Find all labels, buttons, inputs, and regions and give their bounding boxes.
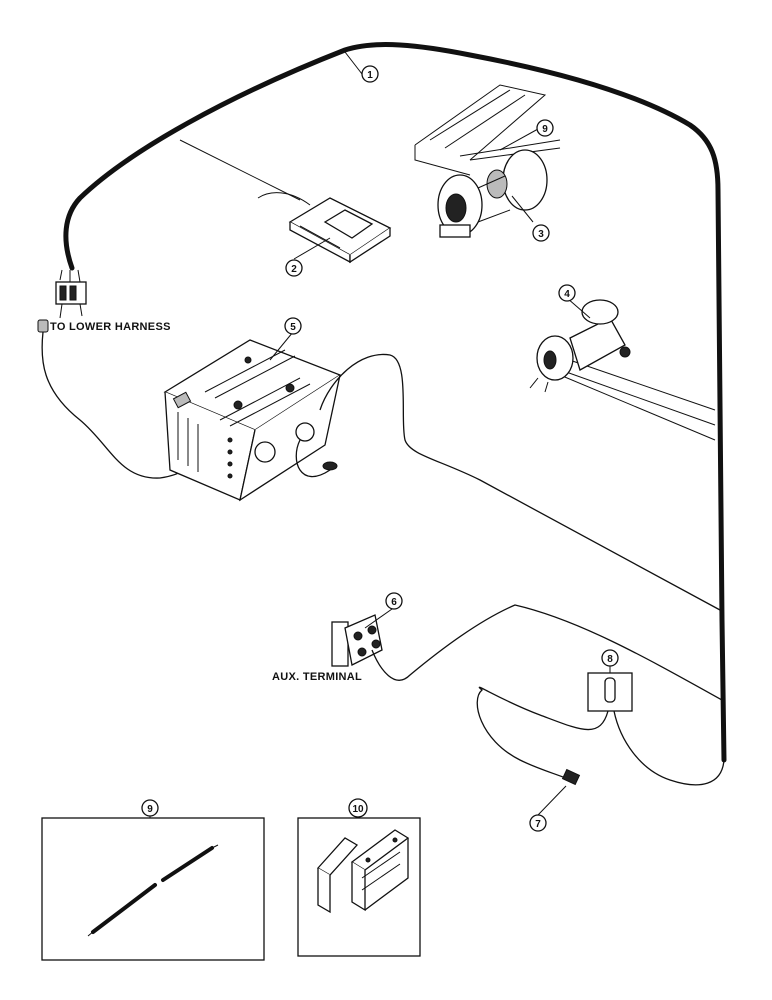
callout-6: 6: [385, 592, 403, 610]
connector-box: [587, 672, 633, 712]
callout-9-inset: 9: [141, 799, 159, 817]
callout-8: 8: [601, 649, 619, 667]
callout-4: 4: [558, 284, 576, 302]
small-clip: [561, 768, 581, 786]
callout-7: 7: [529, 814, 547, 832]
svg-text:4: 4: [564, 289, 570, 300]
connector-wire-right: [613, 710, 725, 786]
svg-text:7: 7: [535, 819, 541, 830]
callout-10: 10: [348, 798, 368, 818]
svg-text:9: 9: [542, 124, 548, 135]
callout-2: 2: [285, 259, 303, 277]
inset-9: 9: [41, 799, 265, 961]
connector-wire: [476, 686, 609, 781]
lower-harness-connector: [55, 269, 87, 319]
svg-text:1: 1: [367, 70, 373, 81]
unit-box: [163, 339, 342, 502]
main-harness: [63, 42, 727, 763]
actuator-part: [529, 299, 716, 441]
blower-motor: [437, 149, 548, 238]
svg-text:5: 5: [290, 322, 296, 333]
callout-5: 5: [284, 317, 302, 335]
callout-3: 3: [532, 224, 550, 242]
aux-terminal-label: AUX. TERMINAL: [272, 671, 362, 683]
svg-text:3: 3: [538, 229, 544, 240]
switch-lead: [179, 139, 301, 201]
relay-wire: [371, 604, 723, 701]
callout-9-top: 9: [536, 119, 554, 137]
switch-part: [257, 192, 392, 264]
svg-text:9: 9: [147, 804, 153, 815]
to-lower-harness-label: TO LOWER HARNESS: [50, 321, 171, 333]
left-pigtail: [37, 319, 189, 479]
svg-text:2: 2: [291, 264, 297, 275]
svg-text:10: 10: [352, 804, 364, 815]
callout-1: 1: [361, 65, 379, 83]
svg-text:6: 6: [391, 597, 397, 608]
relay-part: [331, 614, 383, 667]
svg-text:8: 8: [607, 654, 613, 665]
inset-10: 10: [297, 798, 421, 957]
unit-wire: [319, 353, 721, 611]
